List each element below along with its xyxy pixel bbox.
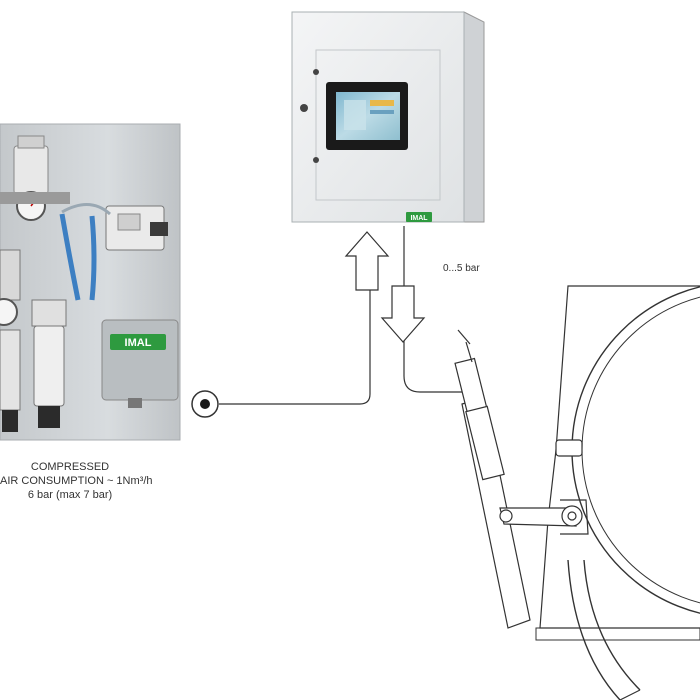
caption-line-1: COMPRESSED bbox=[30, 461, 110, 473]
housing-outline bbox=[539, 285, 700, 629]
connection-lines bbox=[219, 226, 462, 405]
arrow-down-icon bbox=[380, 285, 426, 343]
compressed-air-caption: COMPRESSED AIR CONSUMPTION ~ 1Nm³/h 6 ba… bbox=[0, 460, 153, 502]
pressure-range-label: 0...5 bar bbox=[443, 263, 480, 274]
touch-screen bbox=[326, 82, 408, 150]
pressure-regulator-top bbox=[0, 135, 70, 221]
actuator-line bbox=[403, 226, 462, 393]
pneumatic-panel: IMAL bbox=[0, 123, 181, 441]
air-supply-line bbox=[219, 290, 371, 405]
caption-line-3: 6 bar (max 7 bar) bbox=[27, 489, 113, 501]
valve-mechanism-drawing bbox=[454, 285, 700, 700]
drum-outer bbox=[571, 286, 700, 614]
cylinder-rod bbox=[465, 341, 473, 363]
cylinder-body bbox=[465, 405, 505, 481]
caption-line-2: AIR CONSUMPTION ~ 1Nm³/h bbox=[0, 475, 153, 487]
arrow-up-icon bbox=[344, 231, 390, 291]
panel-control-box: IMAL bbox=[101, 319, 179, 408]
filter-regulator-unit bbox=[0, 249, 67, 432]
panel-logo-text: IMAL bbox=[125, 337, 152, 349]
air-inlet-symbol bbox=[191, 390, 219, 418]
valve-block bbox=[105, 205, 168, 251]
drum-inner bbox=[581, 296, 700, 604]
air-tubes bbox=[59, 203, 112, 301]
cabinet-logo-text: IMAL bbox=[410, 215, 428, 222]
control-cabinet: IMAL bbox=[291, 11, 485, 223]
